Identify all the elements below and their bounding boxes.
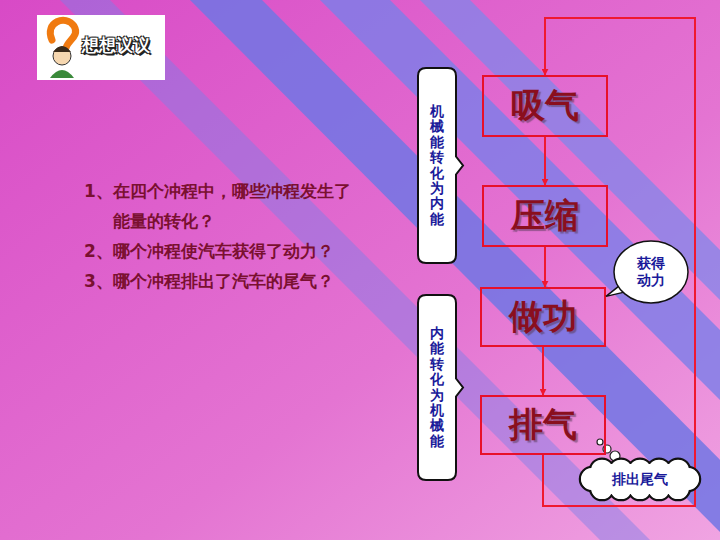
question-text-holder: 1、在四个冲程中，哪些冲程发生了能量的转化？: [84, 176, 352, 236]
stroke-name: 吸气: [511, 87, 579, 124]
question-text-holder: 2、哪个冲程使汽车获得了动力？: [84, 236, 374, 266]
vertical-label: 机械能转化为内能: [430, 104, 444, 227]
question-text: 2、哪个冲程使汽车获得了动力？: [84, 236, 374, 266]
bubble-body: [614, 241, 688, 303]
stroke-box: 吸气: [482, 75, 608, 137]
energy-bracket: 内能转化为机械能: [418, 295, 456, 480]
diagonal-band: [190, 0, 720, 540]
question-text: 1、在四个冲程中，哪些冲程发生了能量的转化？: [84, 176, 352, 236]
cartoon-body: [50, 70, 74, 78]
question-mark: [50, 20, 75, 48]
callout-text: 获得动力: [637, 255, 665, 289]
flow-arrow: [542, 347, 544, 395]
cartoon-hair: [53, 46, 71, 52]
diagonal-band: [60, 0, 650, 540]
energy-bracket: 机械能转化为内能: [418, 68, 456, 263]
flow-arrow: [544, 247, 546, 287]
cartoon-face: [53, 47, 71, 65]
question-text-holder: 3、哪个冲程排出了汽车的尾气？: [84, 266, 374, 296]
logo-title-holder: 想想议议: [82, 34, 172, 57]
bracket-outline: [418, 68, 463, 263]
thought-cloud: 排出尾气: [594, 460, 686, 498]
callout-text: 排出尾气: [612, 471, 668, 488]
stroke-box: 压缩: [482, 185, 608, 247]
diagonal-band: [420, 0, 720, 540]
cloud-fill: [594, 464, 686, 494]
stroke-box: 排气: [480, 395, 606, 455]
callout-bubble: 获得动力: [618, 243, 684, 301]
stroke-box: 做功: [480, 287, 606, 347]
stroke-name: 排气: [509, 406, 577, 443]
flow-arrow: [544, 137, 546, 185]
vertical-label: 内能转化为机械能: [430, 326, 444, 449]
stroke-name: 做功: [509, 298, 577, 335]
thought-dot: [597, 439, 603, 445]
stroke-name: 压缩: [511, 197, 579, 234]
logo-title: 想想议议: [82, 34, 172, 57]
bracket-outline: [418, 295, 463, 480]
question-text: 3、哪个冲程排出了汽车的尾气？: [84, 266, 374, 296]
